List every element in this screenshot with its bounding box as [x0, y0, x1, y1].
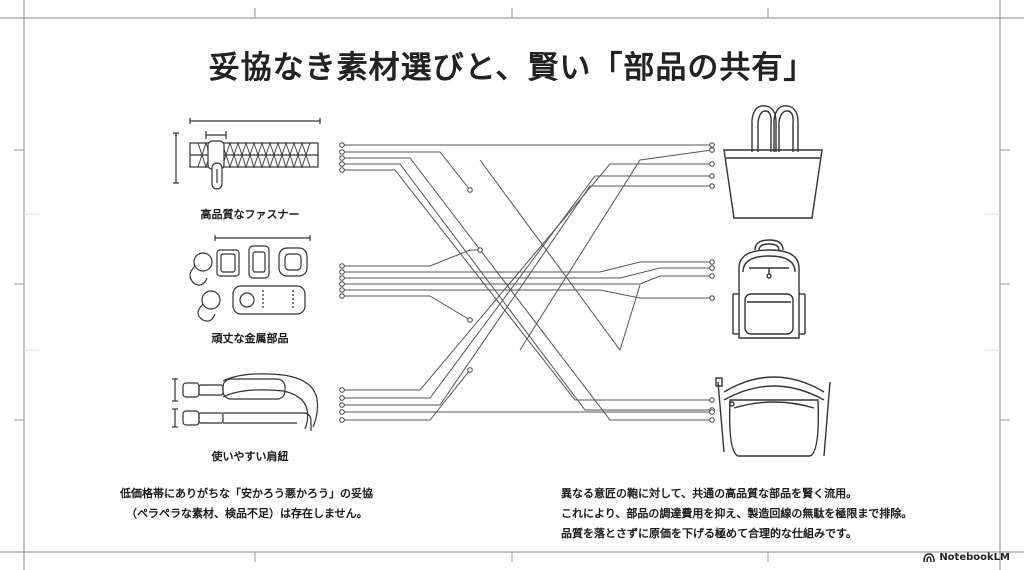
metal-hardware-icon: [189, 235, 311, 322]
part-label-shoulder-strap: 使いやすい肩紐: [211, 450, 289, 463]
note-right-line1: 異なる意匠の鞄に対して、共通の高品質な部品を賢く流用。: [561, 487, 858, 500]
brand-name: NotebookLM: [939, 552, 1010, 563]
note-left: 低価格帯にありがちな「安かろう悪かろう」の妥協 （ペラペラな素材、検品不足）は存…: [120, 484, 373, 524]
shoulder-strap-icon: [172, 373, 319, 431]
zipper-icon: [173, 118, 321, 190]
note-right-line2: これにより、部品の調達費用を抑え、製造回線の無駄を極限まで排除。: [561, 507, 913, 520]
shoulder-bag-icon: [715, 376, 831, 457]
note-right-line3: 品質を落とさずに原価を下げる極めて合理的な仕組みです。: [561, 527, 857, 540]
page-title: 妥協なき素材選びと、賢い「部品の共有」: [208, 50, 816, 86]
notebooklm-logo-icon: [923, 552, 936, 562]
backpack-icon: [732, 239, 806, 339]
brand-watermark: NotebookLM: [923, 552, 1010, 563]
note-left-line1: 低価格帯にありがちな「安かろう悪かろう」の妥協: [120, 487, 373, 500]
tote-bag-icon: [723, 105, 823, 219]
note-left-line2: （ペラペラな素材、検品不足）は存在しません。: [126, 507, 368, 520]
part-label-zipper: 高品質なファスナー: [200, 208, 300, 221]
note-right: 異なる意匠の鞄に対して、共通の高品質な部品を賢く流用。 これにより、部品の調達費…: [561, 484, 912, 544]
part-label-metal-hardware: 頑丈な金属部品: [211, 332, 289, 345]
